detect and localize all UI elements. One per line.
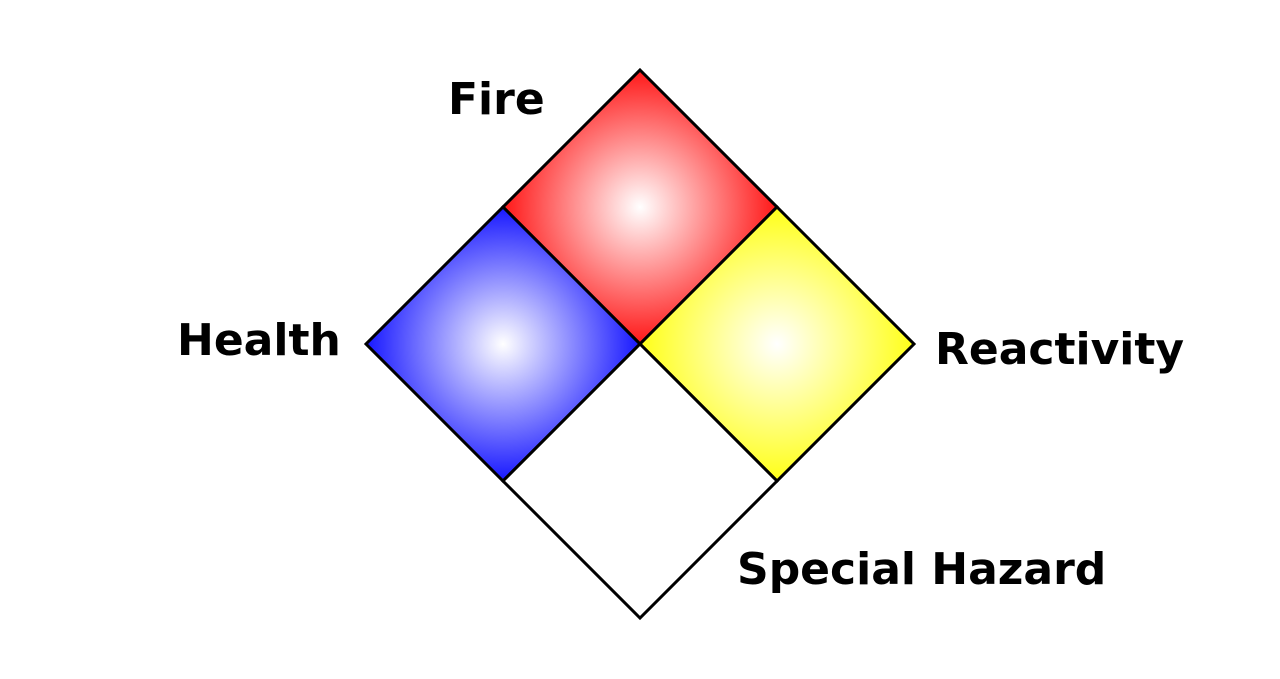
fire-label: Fire	[448, 74, 545, 125]
special-hazard-label: Special Hazard	[737, 544, 1107, 595]
reactivity-label: Reactivity	[935, 324, 1185, 375]
health-label: Health	[177, 315, 341, 366]
special-hazard-quadrant	[500, 341, 780, 621]
